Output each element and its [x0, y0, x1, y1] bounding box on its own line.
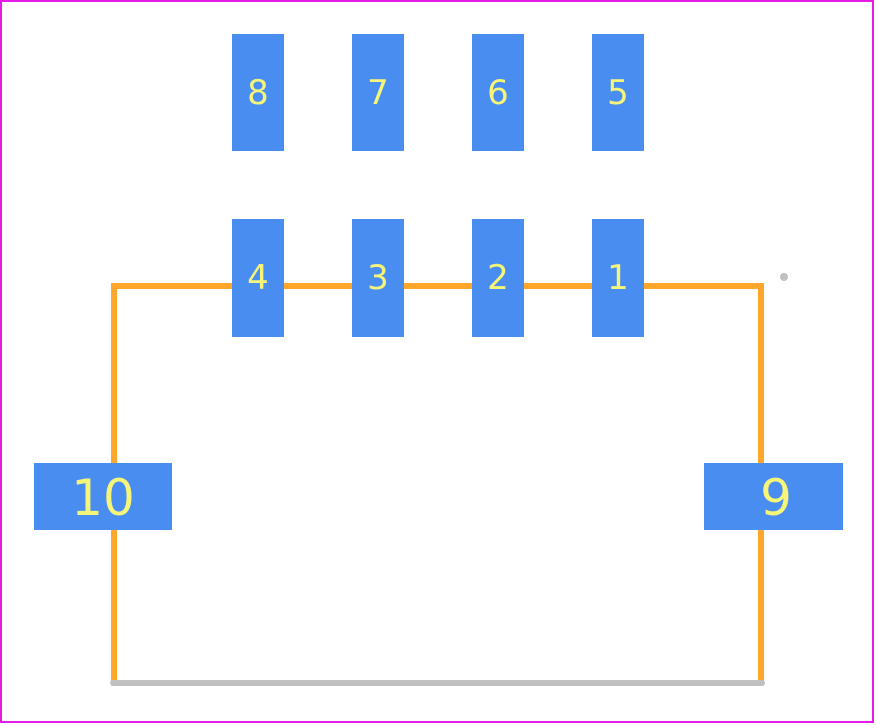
pad-6-label: 6	[487, 73, 509, 113]
pad-9: 9	[704, 463, 843, 530]
pad-5-copper	[592, 34, 644, 151]
pad-4-label: 4	[247, 258, 269, 298]
pad-3-copper	[352, 219, 404, 337]
pin1-marker	[780, 273, 788, 281]
pad-9-copper	[704, 463, 843, 530]
pad-8: 8	[232, 34, 284, 151]
pad-7: 7	[352, 34, 404, 151]
pad-3: 3	[352, 219, 404, 337]
pad-5-label: 5	[607, 73, 629, 113]
pad-9-label: 9	[760, 469, 792, 527]
pad-1: 1	[592, 219, 644, 337]
pad-7-copper	[352, 34, 404, 151]
pad-10: 10	[34, 463, 172, 530]
pad-8-copper	[232, 34, 284, 151]
pad-2-copper	[472, 219, 524, 337]
pad-group: 8 7 6 5 4 3 2 1	[34, 34, 843, 530]
pad-4-copper	[232, 219, 284, 337]
pad-2-label: 2	[487, 258, 509, 298]
pad-7-label: 7	[367, 73, 389, 113]
pad-10-label: 10	[71, 469, 135, 527]
pad-6: 6	[472, 34, 524, 151]
pad-6-copper	[472, 34, 524, 151]
pad-1-copper	[592, 219, 644, 337]
pad-10-copper	[34, 463, 172, 530]
pad-8-label: 8	[247, 73, 269, 113]
pad-5: 5	[592, 34, 644, 151]
pad-4: 4	[232, 219, 284, 337]
pad-1-label: 1	[607, 258, 629, 298]
silkscreen-outline	[111, 283, 764, 683]
pad-2: 2	[472, 219, 524, 337]
pad-3-label: 3	[367, 258, 389, 298]
